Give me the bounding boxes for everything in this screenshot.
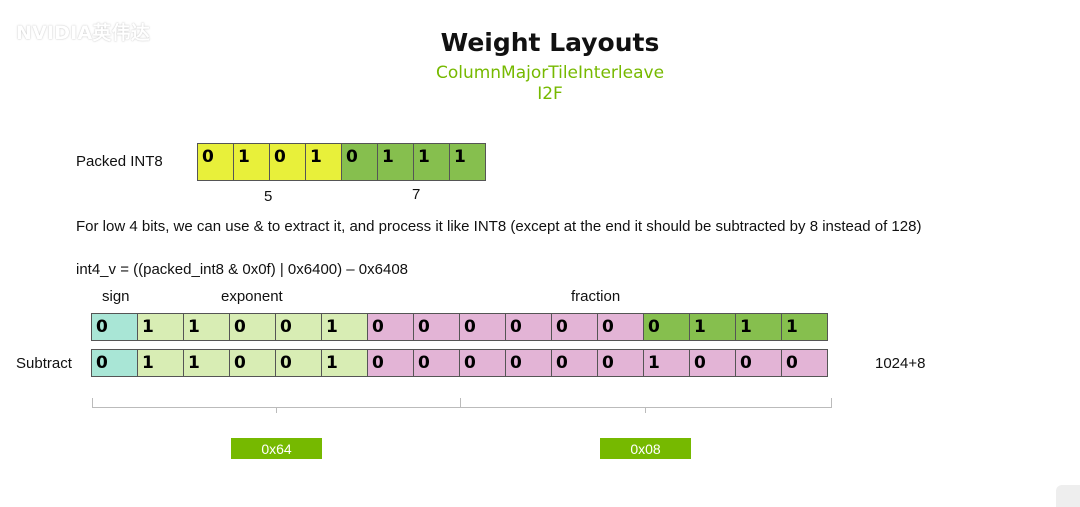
subtract-bit-10: 0	[551, 349, 598, 377]
fp16-bit-13: 1	[689, 313, 736, 341]
high-byte-badge: 0x64	[231, 438, 322, 459]
layout-subtitle: ColumnMajorTileInterleave	[435, 63, 665, 83]
byte-bracket	[92, 398, 832, 408]
formula-text: int4_v = ((packed_int8 & 0x0f) | 0x6400)…	[76, 261, 409, 278]
fp16-bit-8: 0	[459, 313, 506, 341]
subtract-bit-6: 0	[367, 349, 414, 377]
packed-int8-label: Packed INT8	[76, 153, 163, 170]
fp16-bit-14: 1	[735, 313, 782, 341]
subtract-bit-2: 1	[183, 349, 230, 377]
subtract-bit-7: 0	[413, 349, 460, 377]
fp16-bit-3: 0	[229, 313, 276, 341]
subtract-bit-0: 0	[91, 349, 138, 377]
fp16-bit-9: 0	[505, 313, 552, 341]
subtract-bit-8: 0	[459, 349, 506, 377]
explanation-text: For low 4 bits, we can use & to extract …	[76, 218, 922, 235]
fp16-bit-0: 0	[91, 313, 138, 341]
packed-bit-1: 1	[233, 143, 270, 181]
player-corner-icon[interactable]	[1056, 485, 1080, 507]
subtract-value-note: 1024+8	[875, 355, 926, 372]
fp16-bit-7: 0	[413, 313, 460, 341]
fraction-field-label: fraction	[571, 288, 621, 305]
bracket-divider	[460, 398, 461, 407]
packed-bit-2: 0	[269, 143, 306, 181]
subtract-bit-12: 1	[643, 349, 690, 377]
fp16-bit-5: 1	[321, 313, 368, 341]
nvidia-watermark-logo: NVIDIA英伟达	[16, 22, 151, 44]
fp16-bit-11: 0	[597, 313, 644, 341]
packed-bit-3: 1	[305, 143, 342, 181]
subtract-bit-11: 0	[597, 349, 644, 377]
packed-bit-6: 1	[413, 143, 450, 181]
subtract-bit-13: 0	[689, 349, 736, 377]
subtract-bit-4: 0	[275, 349, 322, 377]
exponent-field-label: exponent	[221, 288, 283, 305]
fp16-bit-2: 1	[183, 313, 230, 341]
fp16-bit-6: 0	[367, 313, 414, 341]
subtract-bit-15: 0	[781, 349, 828, 377]
fp16-bit-1: 1	[137, 313, 184, 341]
subtract-bit-5: 1	[321, 349, 368, 377]
subtract-bit-1: 1	[137, 349, 184, 377]
subtract-bit-3: 0	[229, 349, 276, 377]
subtract-label: Subtract	[16, 355, 72, 372]
low-nibble-value: 7	[412, 186, 421, 203]
fp16-bit-10: 0	[551, 313, 598, 341]
bracket-tick-low	[645, 407, 646, 413]
packed-bit-7: 1	[449, 143, 486, 181]
subtract-bit-14: 0	[735, 349, 782, 377]
page-title: Weight Layouts	[440, 28, 660, 57]
bracket-tick-high	[276, 407, 277, 413]
fp16-bit-15: 1	[781, 313, 828, 341]
fp16-bit-4: 0	[275, 313, 322, 341]
sign-field-label: sign	[102, 288, 130, 305]
packed-bit-4: 0	[341, 143, 378, 181]
low-byte-badge: 0x08	[600, 438, 691, 459]
subtract-bit-9: 0	[505, 349, 552, 377]
packed-bit-5: 1	[377, 143, 414, 181]
fp16-bit-12: 0	[643, 313, 690, 341]
packed-bit-0: 0	[197, 143, 234, 181]
high-nibble-value: 5	[264, 188, 273, 205]
conversion-subtitle: I2F	[537, 84, 563, 104]
